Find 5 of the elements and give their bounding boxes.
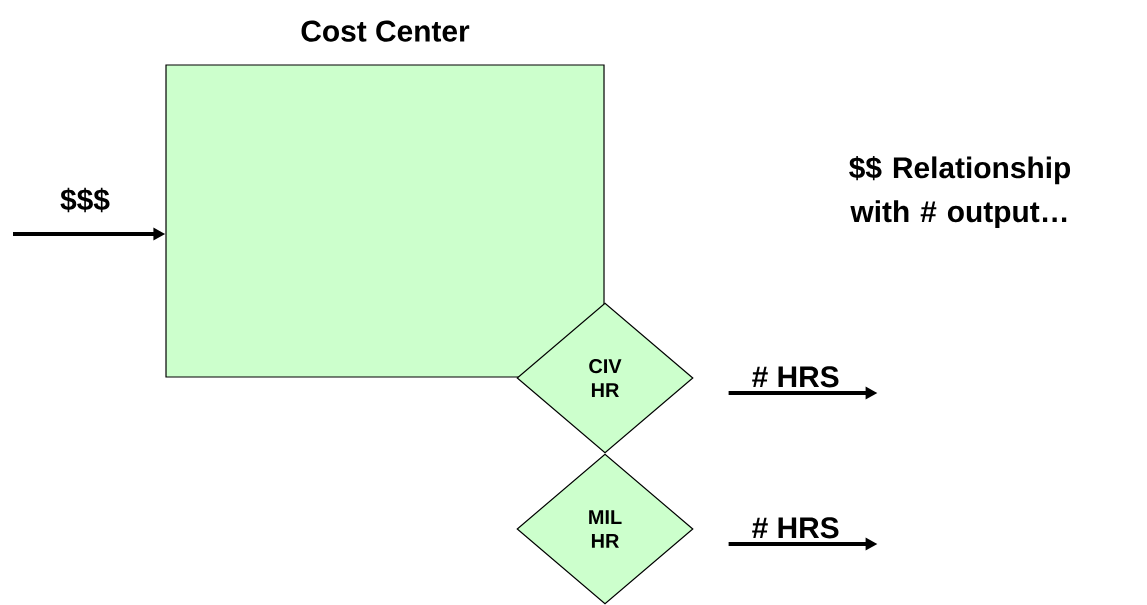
node-label: Cost Center (301, 20, 470, 42)
edge-label: # HRS (752, 517, 839, 539)
edge-label: $$$ (60, 187, 110, 213)
note-text: $$ Relationship with # output… (849, 155, 1071, 229)
edge-label: # HRS (752, 366, 839, 388)
